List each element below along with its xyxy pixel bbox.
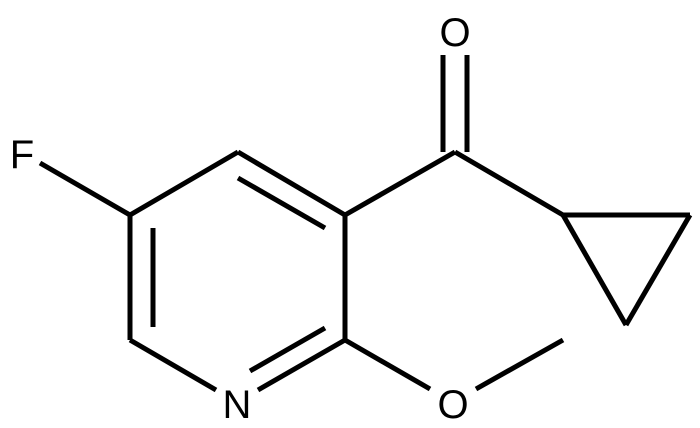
bond-c5-c4 <box>128 149 240 218</box>
bond-c4-c3-inner <box>236 175 327 231</box>
atom-label-oxygen-methoxy: O <box>437 383 468 427</box>
bond-o-methyl <box>474 337 565 392</box>
bond-c2-o-methoxy <box>343 337 432 392</box>
bond-n-c6 <box>128 337 218 393</box>
bond-carbonyl-cyclopropyl <box>453 149 565 218</box>
bond-c2-n-inner <box>248 325 327 374</box>
bond-c4-c3-outer <box>236 149 347 218</box>
bond-c2-n-outer <box>256 337 347 393</box>
atom-label-nitrogen: N <box>223 383 252 427</box>
atom-label-oxygen-carbonyl: O <box>439 11 470 55</box>
bond-c3-carbonyl <box>343 149 457 218</box>
bond-cyclopropyl-c <box>560 213 629 327</box>
bond-cyclopropyl-b <box>623 213 693 327</box>
bond-c5-f <box>38 160 132 218</box>
atom-label-fluorine: F <box>10 133 34 177</box>
